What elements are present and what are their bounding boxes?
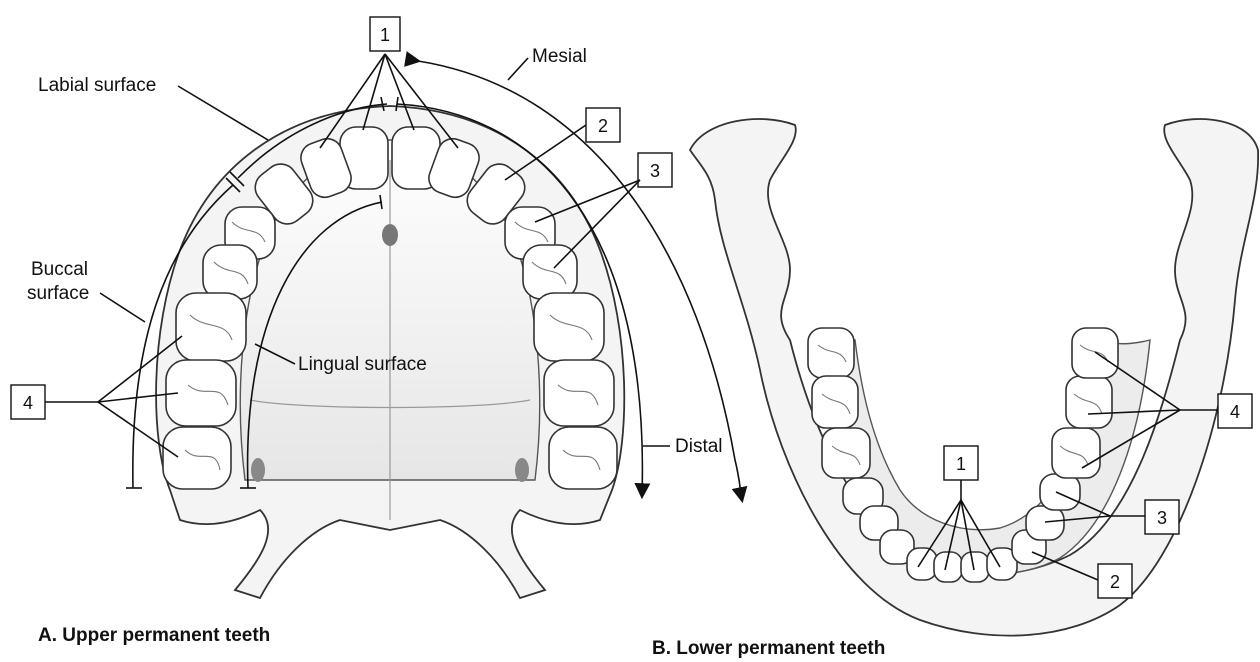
upper-second-molar-right — [544, 360, 614, 426]
upper-callout-2: 2 — [598, 116, 608, 136]
lower-callout-3: 3 — [1157, 508, 1167, 528]
lower-first-molar-right — [1052, 428, 1100, 478]
upper-arch-illustration — [156, 106, 624, 598]
lower-caption: B. Lower permanent teeth — [652, 638, 885, 659]
distal-label: Distal — [675, 436, 723, 457]
upper-callout-4: 4 — [23, 393, 33, 413]
lower-callout-2: 2 — [1110, 572, 1120, 592]
buccal-label-line1: Buccal — [31, 259, 88, 280]
lower-lateral-incisor-left — [907, 548, 937, 580]
lower-callout-4: 4 — [1230, 402, 1240, 422]
upper-first-molar-left — [176, 293, 246, 361]
upper-caption: A. Upper permanent teeth — [38, 625, 270, 646]
lower-arch-illustration — [690, 119, 1258, 636]
lower-third-molar-left — [808, 328, 854, 378]
buccal-label-line2: surface — [27, 283, 89, 304]
lower-second-molar-left — [812, 376, 858, 428]
lower-central-incisor-right — [961, 552, 989, 582]
upper-callout-3: 3 — [650, 161, 660, 181]
upper-third-molar-right — [549, 427, 617, 489]
lower-second-premolar-right — [1040, 474, 1080, 510]
lingual-surface-label: Lingual surface — [298, 354, 427, 375]
lower-callout-1: 1 — [956, 454, 966, 474]
lower-third-molar-right — [1072, 328, 1118, 378]
upper-callout-1: 1 — [380, 25, 390, 45]
mesial-label: Mesial — [532, 46, 587, 67]
upper-third-molar-left — [163, 427, 231, 489]
upper-first-molar-right — [534, 293, 604, 361]
labial-surface-label: Labial surface — [38, 75, 156, 96]
lower-first-premolar-right — [1026, 506, 1064, 540]
upper-second-premolar-left — [203, 245, 257, 299]
